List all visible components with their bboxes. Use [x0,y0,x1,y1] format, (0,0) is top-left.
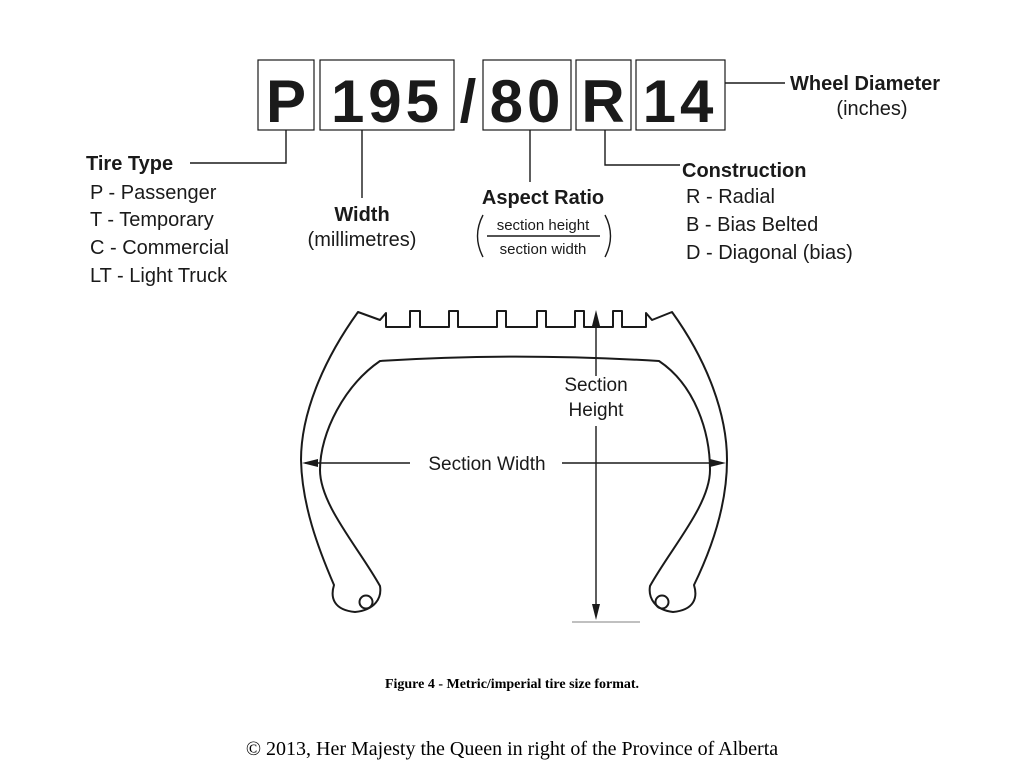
aspect-right-paren [604,214,612,258]
aspect-left-paren [476,214,484,258]
tire-type-title: Tire Type [86,153,173,175]
construction-leader [604,130,680,166]
arrow-right-icon [710,459,726,467]
tire-outer-profile [300,310,728,613]
arrow-up-icon [592,310,600,326]
right-bead-hole [654,594,670,610]
tire-type-item: LT - Light Truck [90,265,228,287]
arrow-down-icon [592,604,600,620]
aspect-ratio-title: Aspect Ratio [482,187,604,209]
construction-letter-box [575,59,632,131]
width-box [319,59,455,131]
section-height-dimension: Section Height [564,310,640,623]
diameter-code: 14 [643,68,718,135]
wheel-diameter-title: Wheel Diameter [790,73,940,95]
width-title: Width [334,204,389,226]
width-unit: (millimetres) [308,229,417,251]
construction-letter: R [581,68,624,135]
construction-item: R - Radial [686,186,775,208]
tire-type-item: C - Commercial [90,237,229,259]
aspect-box [482,59,572,131]
tire-type-item: T - Temporary [90,209,214,231]
diameter-box [635,59,726,131]
aspect-numerator: section height [497,217,590,234]
figure-caption: Figure 4 - Metric/imperial tire size for… [384,677,640,692]
tire-code: P 195 / 80 R 14 [257,59,726,135]
arrow-left-icon [302,459,318,467]
section-width-label: Section Width [428,454,545,475]
section-height-label-line1: Section [564,375,627,396]
width-code: 195 [331,68,443,135]
construction-item: D - Diagonal (bias) [686,242,853,264]
aspect-denominator: section width [500,241,587,258]
type-letter: P [266,68,306,135]
section-height-label-line2: Height [569,400,625,421]
aspect-code: 80 [490,68,565,135]
wheel-diameter-unit: (inches) [836,98,907,120]
left-bead-hole [358,594,374,610]
section-width-dimension: Section Width [302,454,726,475]
tire-cross-section [300,310,728,613]
type-leader [190,130,287,164]
copyright-notice: © 2013, Her Majesty the Queen in right o… [245,738,779,760]
construction-title: Construction [682,160,806,182]
slash: / [460,68,477,135]
tire-type-item: P - Passenger [90,182,217,204]
leader-lines [190,82,785,198]
construction-item: B - Bias Belted [686,214,818,236]
